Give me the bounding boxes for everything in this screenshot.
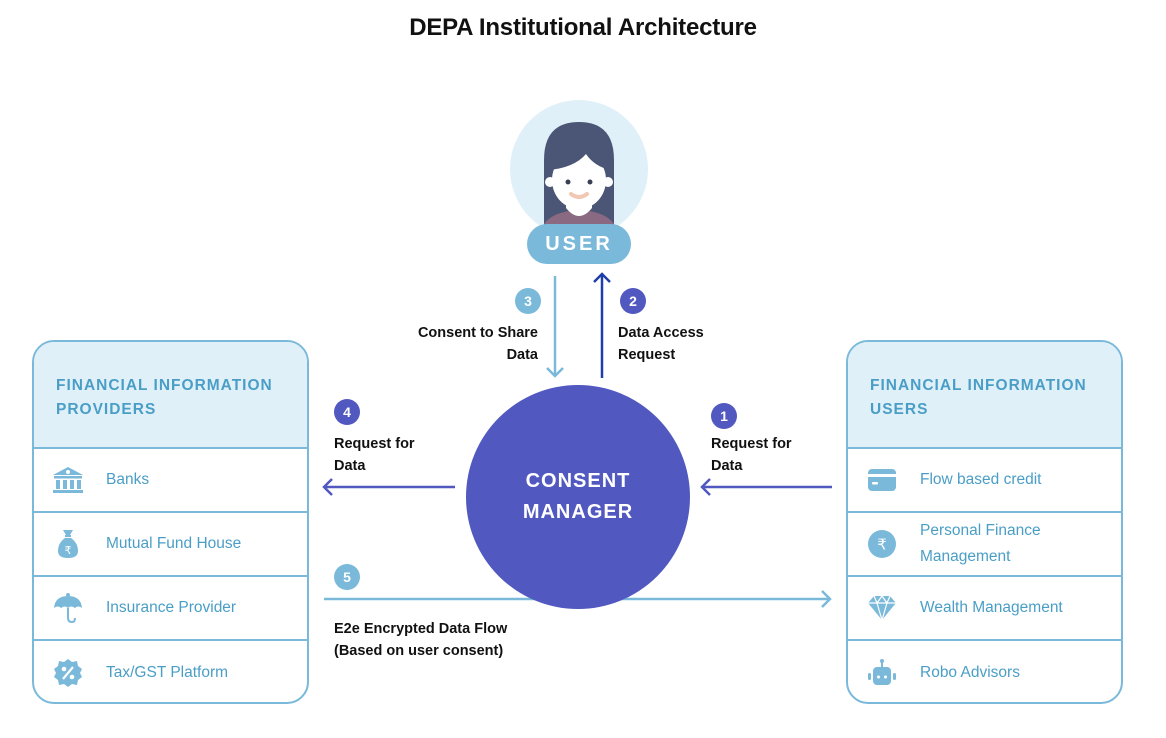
step-5-label: E2e Encrypted Data Flow (Based on user c… [334,618,507,662]
step-2-badge: 2 [620,288,646,314]
consent-manager-line2: MANAGER [522,501,634,523]
providers-title-line1: FINANCIAL INFORMATION [56,377,273,394]
user-label: USER [527,224,631,264]
step-2-label: Data Access Request [618,322,704,366]
robot-icon [866,657,898,689]
credit-card-icon [866,464,898,496]
rupee-coin-icon: ₹ [866,528,898,560]
step-1-label: Request for Data [711,433,792,477]
provider-item-label: Banks [106,471,150,488]
step-3-label: Consent to Share Data [380,322,538,366]
step-5-label-line2: (Based on user consent) [334,643,504,659]
step-4-badge: 4 [334,399,360,425]
diagram-title: DEPA Institutional Architecture [409,14,757,41]
step-3-badge: 3 [515,288,541,314]
consent-manager-node: CONSENT MANAGER [466,385,690,609]
step-5-badge: 5 [334,564,360,590]
diamond-icon [866,592,898,624]
arrow-step-2 [593,272,611,378]
user-item-label: Flow based credit [920,471,1042,488]
provider-item-label: Mutual Fund House [106,535,242,552]
user-item-label: Robo Advisors [920,664,1020,681]
step-4-label-line2: Data [334,458,366,474]
providers-panel-header: FINANCIAL INFORMATION PROVIDERS [34,342,307,449]
user-avatar-icon [540,122,618,236]
user-item-label: Wealth Management [920,599,1063,616]
step-2-label-line1: Data Access [618,325,704,341]
step-1-label-line1: Request for [711,436,792,452]
arrow-step-1 [700,478,832,496]
provider-item-tax-gst: Tax/GST Platform [34,641,307,702]
bank-icon [52,464,84,496]
money-bag-icon: ₹ [52,528,84,560]
step-4-label-line1: Request for [334,436,415,452]
providers-panel: FINANCIAL INFORMATION PROVIDERS Banks ₹ … [32,340,309,704]
users-title-line2: USERS [870,401,929,418]
user-item-robo-advisors: Robo Advisors [848,641,1121,702]
step-2-label-line2: Request [618,347,676,363]
step-4-label: Request for Data [334,433,415,477]
users-panel: FINANCIAL INFORMATION USERS Flow based c… [846,340,1123,704]
provider-item-banks: Banks [34,449,307,513]
provider-item-label: Tax/GST Platform [106,664,229,681]
user-item-personal-finance: ₹ Personal Finance Management [848,513,1121,577]
step-1-label-line2: Data [711,458,743,474]
provider-item-label: Insurance Provider [106,599,237,616]
providers-title-line2: PROVIDERS [56,401,157,418]
user-item-wealth: Wealth Management [848,577,1121,641]
umbrella-icon [52,592,84,624]
consent-manager-line1: CONSENT [525,470,631,492]
users-panel-header: FINANCIAL INFORMATION USERS [848,342,1121,449]
user-node: USER [508,100,650,270]
user-item-label: Personal Finance Management [920,522,1041,565]
arrow-step-3 [546,276,564,378]
users-title-line1: FINANCIAL INFORMATION [870,377,1087,394]
user-item-flow-credit: Flow based credit [848,449,1121,513]
step-3-label-line1: Consent to Share [417,325,538,341]
percent-badge-icon [52,657,84,689]
step-1-badge: 1 [711,403,737,429]
arrow-step-4 [322,478,455,496]
provider-item-insurance: Insurance Provider [34,577,307,641]
step-5-label-line1: E2e Encrypted Data Flow [334,621,508,637]
step-3-label-line2: Data [506,347,538,363]
svg-text:₹: ₹ [65,544,72,557]
provider-item-mutual-fund: ₹ Mutual Fund House [34,513,307,577]
svg-text:₹: ₹ [877,536,887,554]
